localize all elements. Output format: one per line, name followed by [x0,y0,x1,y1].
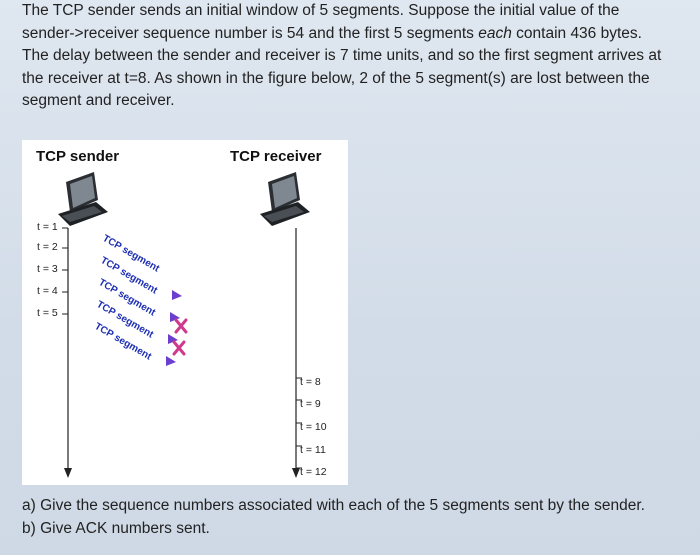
segment-3-arrowhead [168,334,178,344]
segment-arrowheads [166,290,182,366]
sender-timeline-arrowhead [64,468,72,478]
sub-questions: a) Give the sequence numbers associated … [22,494,682,540]
sender-time-2: t = 2 [37,241,58,253]
segment-1-arrowhead [172,290,182,300]
sender-title: TCP sender [36,148,120,165]
problem-line-2-emphasis: each [478,24,512,42]
receiver-time-8: t = 8 [300,376,321,388]
problem-line-2: sender->receiver sequence number is 54 a… [22,23,682,46]
problem-line-1: The TCP sender sends an initial window o… [22,2,620,19]
problem-line-2-text: sender->receiver sequence number is 54 a… [22,24,479,42]
sender-computer-icon [58,172,108,226]
problem-line-3: The delay between the sender and receive… [22,47,662,64]
problem-statement: The TCP sender sends an initial window o… [22,0,682,113]
lost-mark-segment-4-b [172,340,186,356]
receiver-time-11: t = 11 [300,444,326,456]
sub-question-b: b) Give ACK numbers sent. [22,520,210,537]
lost-mark-segment-3-b [174,318,188,334]
receiver-time-9: t = 9 [300,398,321,410]
sender-time-3: t = 3 [37,263,58,275]
segment-2-arrowhead [170,312,180,322]
receiver-time-10: t = 10 [300,421,327,433]
tcp-timing-diagram: TCP sender TCP receiver [22,140,348,485]
receiver-time-12: t = 12 [300,466,327,478]
sub-question-a: a) Give the sequence numbers associated … [22,497,645,514]
sender-time-4: t = 4 [37,285,58,297]
sender-tick-marks [62,227,68,315]
receiver-computer-icon [260,172,310,226]
sender-time-5: t = 5 [37,307,58,319]
timing-diagram-svg: t = 1 t = 2 t = 3 t = 4 t = 5 t = 8 t = … [37,172,327,478]
problem-line-5: segment and receiver. [22,92,175,109]
receiver-timeline-arrowhead [292,468,300,478]
sender-time-1: t = 1 [37,221,58,233]
receiver-title: TCP receiver [230,148,322,165]
problem-line-2-end: contain 436 bytes. [511,24,642,42]
segment-5-arrowhead [166,356,176,366]
problem-line-4: the receiver at t=8. As shown in the fig… [22,69,650,87]
lost-segment-marks [172,318,188,356]
receiver-tick-marks [296,377,302,469]
